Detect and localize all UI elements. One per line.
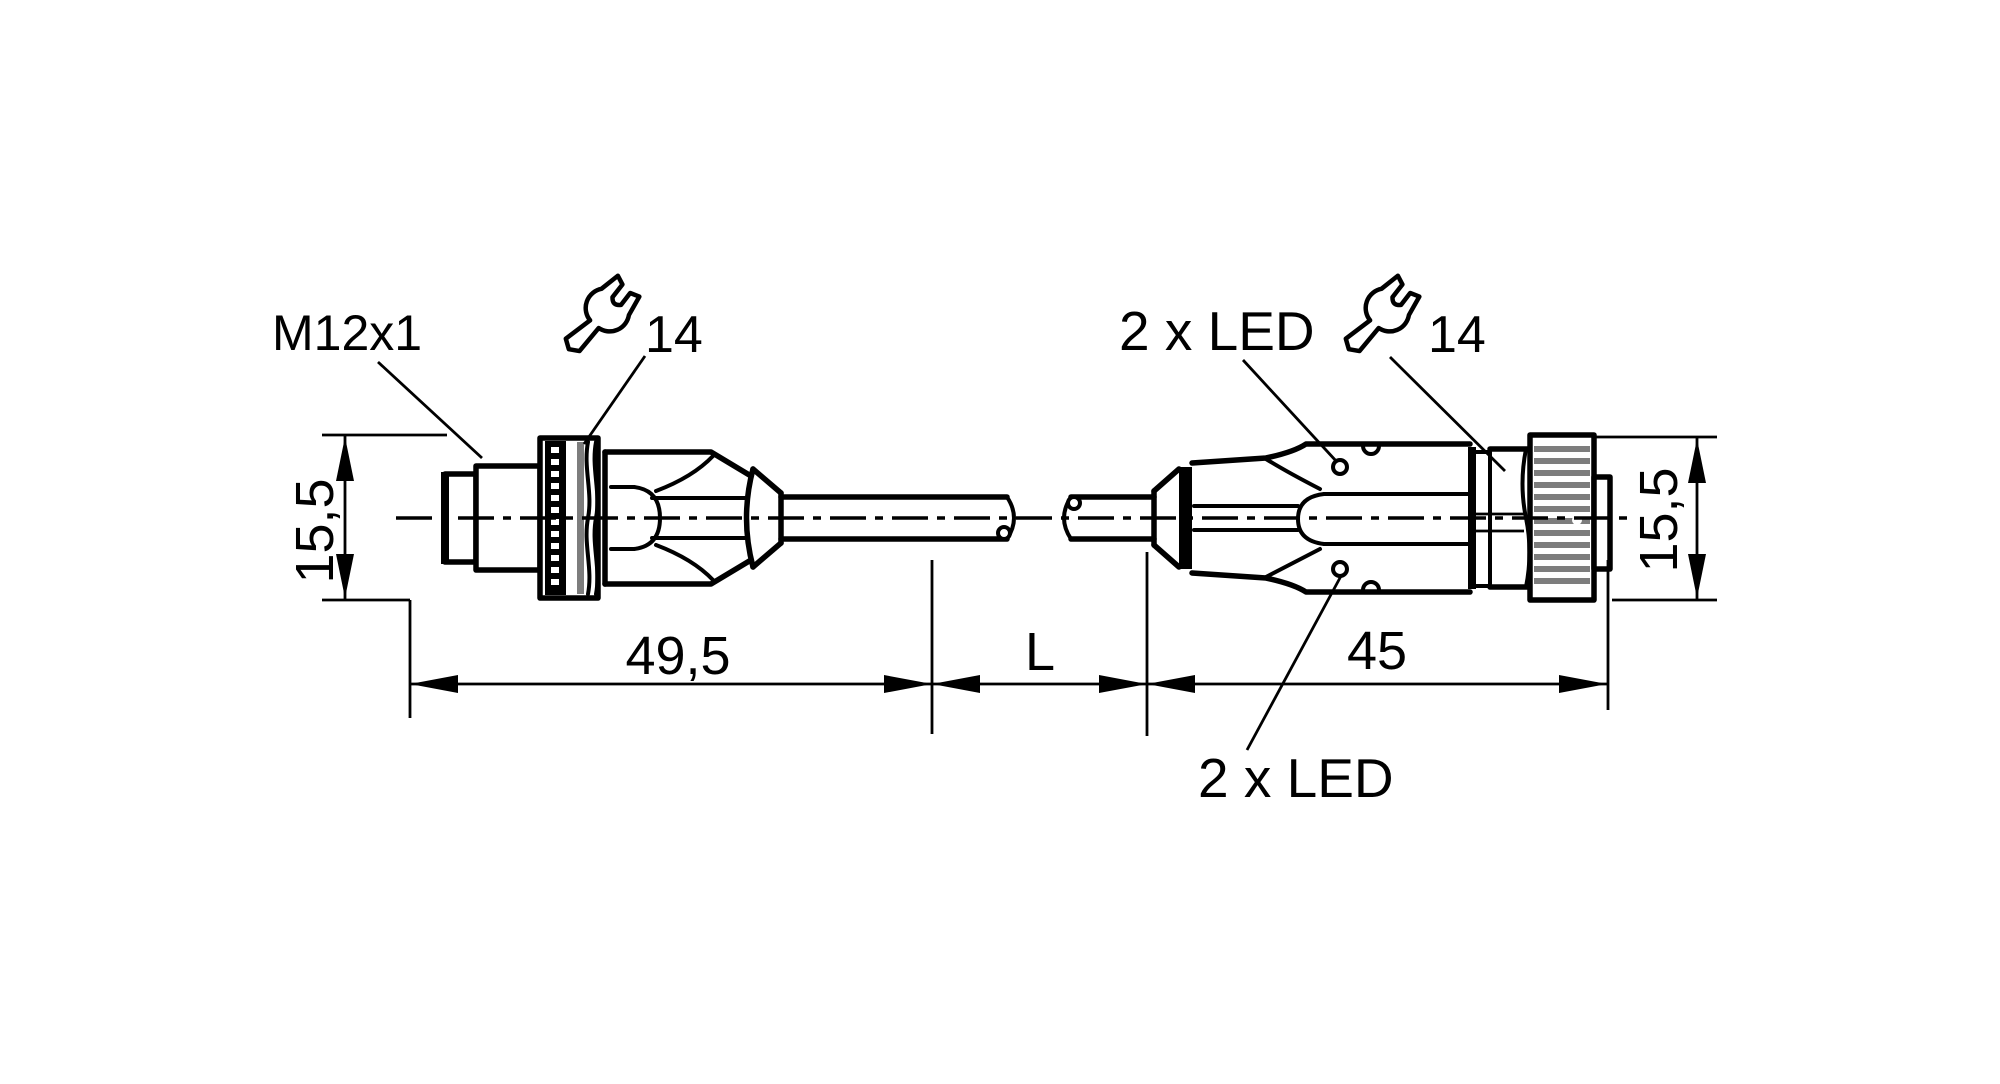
right-diameter-dimension-label: 15,5 <box>1629 467 1689 572</box>
dimensions <box>322 433 1717 736</box>
left-body <box>602 449 754 587</box>
led-top-leader <box>1241 359 1339 463</box>
top-notch <box>1361 444 1381 456</box>
right-body <box>1189 441 1476 595</box>
cable-length-dimension-label: L <box>1025 622 1055 682</box>
right-length-dimension-label: 45 <box>1347 621 1407 681</box>
right-wrench-leader <box>1389 356 1506 472</box>
wrench-icon <box>1343 273 1422 354</box>
thread-size-label: M12x1 <box>272 305 422 361</box>
leader-lines <box>377 355 1506 751</box>
right-groove <box>1472 450 1524 588</box>
led-bottom-label: 2 x LED <box>1198 747 1394 809</box>
right-wrench-size-label: 14 <box>1428 306 1486 364</box>
thread-leader <box>377 360 483 460</box>
bottom-notch <box>1361 580 1381 592</box>
led-top-label: 2 x LED <box>1119 300 1315 362</box>
right-end-cap <box>1591 474 1613 572</box>
led-window-bottom <box>1331 560 1349 578</box>
left-diameter-dimension-label: 15,5 <box>285 478 345 583</box>
left-wrench-size-label: 14 <box>645 306 703 364</box>
wrench-icon <box>563 273 642 354</box>
led-window-top <box>1331 458 1349 476</box>
left-wrench-leader <box>582 355 647 445</box>
led-bottom-leader <box>1245 575 1343 751</box>
left-cable-stub <box>778 494 1016 542</box>
left-length-dimension-label: 49,5 <box>625 626 730 686</box>
